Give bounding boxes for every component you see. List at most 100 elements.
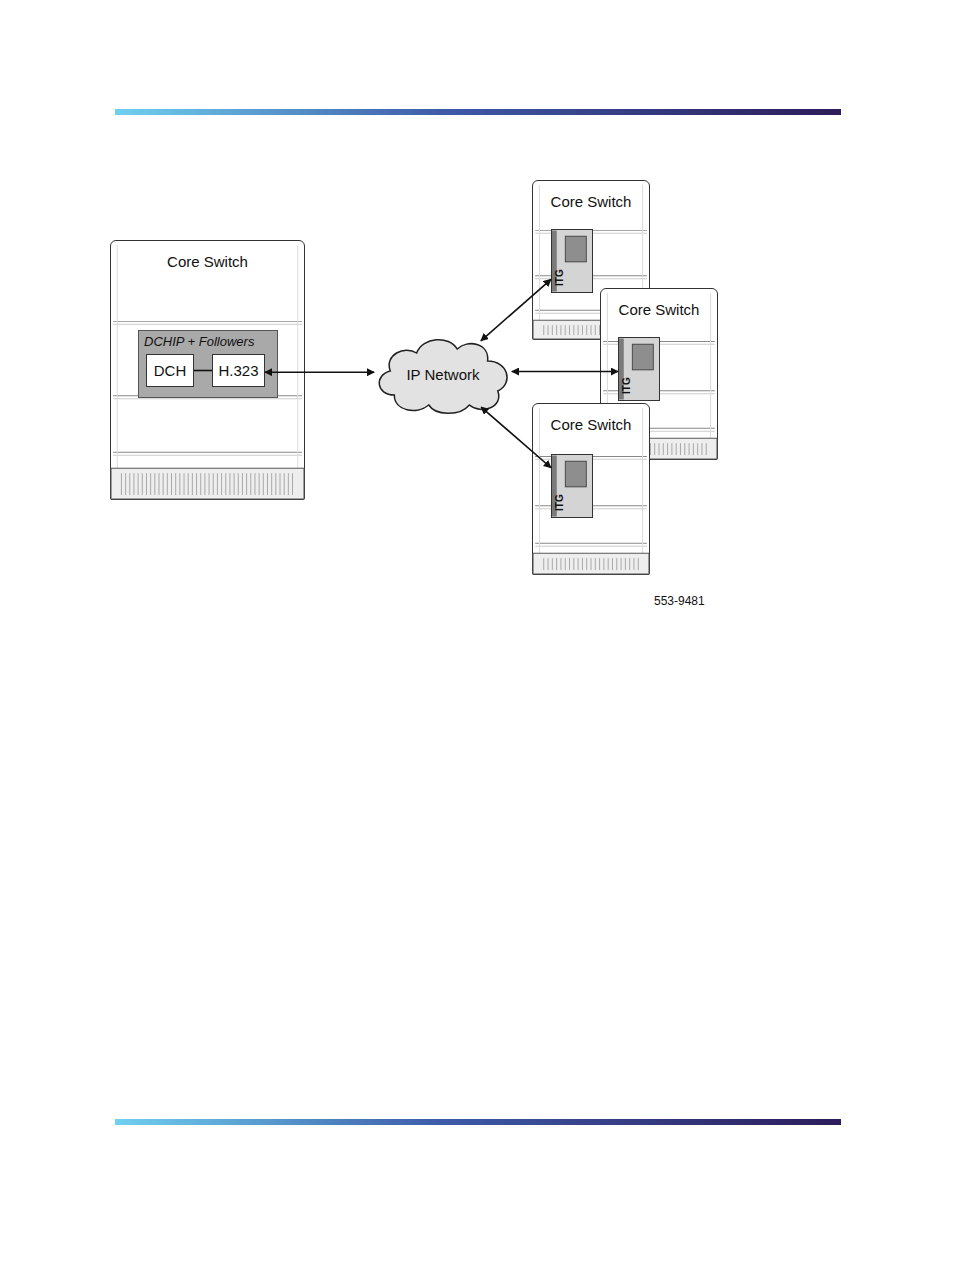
vent-slot	[280, 473, 281, 495]
node-label: ITG	[621, 377, 632, 394]
vent-slot	[217, 473, 218, 495]
vent-slot	[213, 473, 214, 495]
vent-slot	[154, 473, 155, 495]
vent-slot	[259, 473, 260, 495]
module-seam	[113, 452, 302, 453]
vent-slot	[556, 558, 557, 570]
vent-slot	[250, 473, 251, 495]
vent-slot	[142, 473, 143, 495]
vent-slot	[676, 443, 677, 455]
vent-slot	[196, 473, 197, 495]
vent-slot	[560, 325, 561, 335]
card-module	[565, 461, 586, 487]
vent-slot	[680, 443, 681, 455]
vent-slot	[621, 558, 622, 570]
vent-slot	[121, 473, 122, 495]
vent-slot	[246, 473, 247, 495]
vent-slot	[591, 325, 592, 335]
vent-slot	[659, 443, 660, 455]
vent-slot	[560, 558, 561, 570]
vent-slot	[254, 473, 255, 495]
vent-slot	[548, 325, 549, 335]
function-box: DCH	[146, 354, 194, 387]
node-label: Core Switch	[601, 289, 717, 318]
vent-slot	[565, 325, 566, 335]
vent-slot	[603, 558, 604, 570]
node-label: Core Switch	[533, 404, 649, 433]
vent-slot	[548, 558, 549, 570]
vent-slot	[234, 473, 235, 495]
vent-slot	[229, 473, 230, 495]
vent-slot	[667, 443, 668, 455]
vent-slot	[684, 443, 685, 455]
cabinet-edge	[642, 408, 643, 554]
vent-slot	[192, 473, 193, 495]
vent-slot	[591, 558, 592, 570]
node-label: ITG	[554, 494, 565, 511]
vent-slot	[204, 473, 205, 495]
vent-slot	[284, 473, 285, 495]
vent-slot	[288, 473, 289, 495]
connector	[265, 371, 374, 373]
vent-slot	[150, 473, 151, 495]
vent-slot	[697, 443, 698, 455]
vent-slot	[543, 558, 544, 570]
vent-slot	[271, 473, 272, 495]
vent-slot	[663, 443, 664, 455]
card-module	[565, 236, 586, 262]
vent-slot	[578, 558, 579, 570]
footer-bar	[115, 1119, 841, 1125]
cabinet-edge	[297, 245, 298, 468]
vent-slot	[625, 558, 626, 570]
vent-slot	[167, 473, 168, 495]
connector	[512, 371, 618, 373]
cabinet-edge	[710, 293, 711, 439]
itg-card: ITG	[618, 337, 660, 401]
vent-slot	[292, 473, 293, 495]
dchip-group-box: DCHIP + FollowersDCHH.323	[138, 330, 278, 398]
node-label: IP Network	[406, 366, 479, 383]
vent-slot	[125, 473, 126, 495]
cabinet-plinth	[533, 553, 649, 574]
vent-slot	[582, 558, 583, 570]
vent-slot	[158, 473, 159, 495]
module-seam	[113, 321, 302, 322]
vent-slot	[650, 443, 651, 455]
vent-slot	[616, 558, 617, 570]
cabinet-edge	[539, 185, 540, 320]
cabinet-edge	[117, 245, 118, 468]
vent-slot	[242, 473, 243, 495]
network-cloud: IP Network	[372, 333, 514, 415]
vent-slot	[578, 325, 579, 335]
vent-slot	[552, 325, 553, 335]
vent-slot	[612, 558, 613, 570]
vent-slot	[565, 558, 566, 570]
vent-slot	[633, 558, 634, 570]
vent-slot	[175, 473, 176, 495]
vent-slot	[209, 473, 210, 495]
vent-slot	[263, 473, 264, 495]
module-seam	[535, 546, 647, 547]
vent-slot	[608, 558, 609, 570]
header-bar	[115, 109, 841, 115]
vent-slot	[586, 325, 587, 335]
vent-slot	[701, 443, 702, 455]
vent-slot	[267, 473, 268, 495]
node-label: DCH	[154, 362, 187, 379]
vent-slot	[138, 473, 139, 495]
function-box: H.323	[212, 354, 265, 387]
vent-slot	[599, 558, 600, 570]
vent-slot	[275, 473, 276, 495]
vent-slot	[188, 473, 189, 495]
cabinet-edge	[539, 408, 540, 554]
vent-slot	[569, 325, 570, 335]
vent-slot	[586, 558, 587, 570]
card-module	[632, 344, 653, 370]
vent-slot	[552, 558, 553, 570]
vent-slot	[225, 473, 226, 495]
vent-slot	[179, 473, 180, 495]
vent-slot	[238, 473, 239, 495]
core-switch-cabinet: Core SwitchITG	[532, 403, 650, 575]
